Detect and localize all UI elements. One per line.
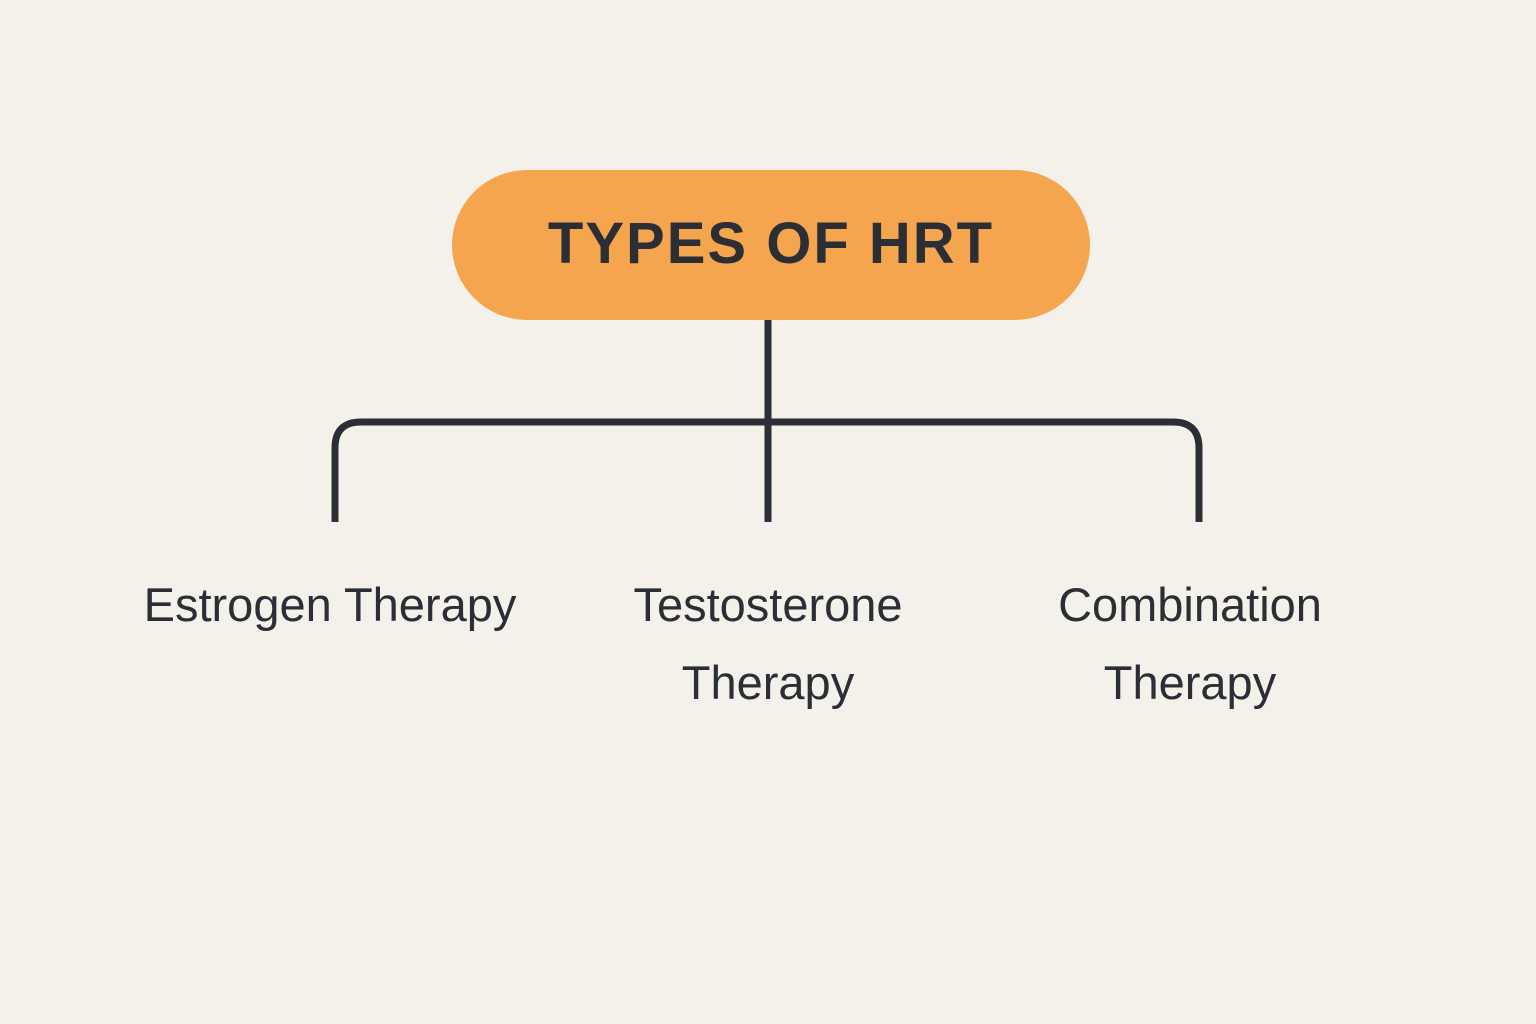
branch-label-estrogen-therapy: Estrogen Therapy <box>143 578 517 631</box>
branch-label-row: Estrogen Therapy Testosterone Therapy Co… <box>0 566 1536 726</box>
connector-bracket <box>331 418 1203 522</box>
branch-label-combination-therapy: Combination Therapy <box>1058 578 1322 709</box>
branch-label-testosterone-therapy: Testosterone Therapy <box>633 578 903 709</box>
diagram-title: TYPES OF HRT <box>547 210 995 276</box>
node-types-of-hrt: TYPES OF HRT <box>452 170 1090 320</box>
